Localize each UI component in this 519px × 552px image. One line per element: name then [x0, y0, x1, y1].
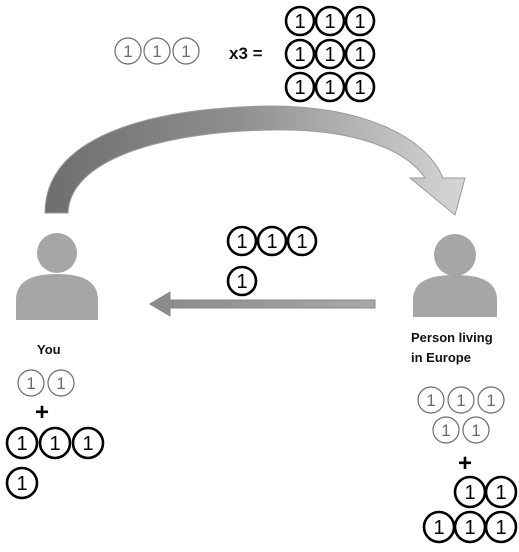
- europe-person-label-line2: in Europe: [411, 350, 471, 365]
- coin-icon-europe-thin: 1: [432, 416, 460, 444]
- svg-text:1: 1: [464, 482, 475, 504]
- svg-text:1: 1: [266, 231, 277, 253]
- coin-icon-top-bold: 1: [284, 38, 316, 70]
- straight-arrow-icon: [149, 291, 376, 317]
- coin-icon-europe-thin: 1: [462, 416, 490, 444]
- svg-text:1: 1: [495, 517, 506, 539]
- svg-text:1: 1: [441, 421, 450, 440]
- svg-text:1: 1: [495, 482, 506, 504]
- svg-text:1: 1: [294, 44, 305, 66]
- svg-text:1: 1: [486, 391, 495, 410]
- svg-text:1: 1: [426, 391, 435, 410]
- coin-icon-europe-bold: 1: [422, 510, 456, 544]
- coin-icon-top-bold: 1: [314, 71, 346, 103]
- svg-text:1: 1: [181, 42, 190, 61]
- coin-icon-top-bold: 1: [314, 5, 346, 37]
- plus-sign-europe: +: [458, 450, 473, 477]
- plus-sign-you: +: [35, 399, 50, 426]
- svg-text:1: 1: [236, 271, 247, 293]
- svg-text:1: 1: [49, 433, 60, 455]
- person-icon-europe: [413, 234, 497, 317]
- svg-text:1: 1: [296, 231, 307, 253]
- coin-icon-you-bold: 1: [71, 426, 105, 460]
- svg-text:1: 1: [16, 433, 27, 455]
- svg-text:1: 1: [324, 77, 335, 99]
- coin-icon-transfer: 1: [226, 225, 258, 257]
- svg-text:1: 1: [56, 374, 65, 393]
- you-label: You: [37, 342, 61, 357]
- coin-icon-top-thin: 1: [114, 37, 142, 65]
- coin-icon-top-bold: 1: [314, 38, 346, 70]
- svg-text:1: 1: [82, 433, 93, 455]
- coin-icon-you-thin: 1: [17, 369, 45, 397]
- coin-icon-top-bold: 1: [344, 5, 376, 37]
- svg-text:1: 1: [354, 11, 365, 33]
- coin-icon-europe-thin: 1: [417, 386, 445, 414]
- europe-person-label-line1: Person living: [411, 330, 493, 345]
- svg-text:1: 1: [354, 77, 365, 99]
- coin-icon-top-bold: 1: [344, 71, 376, 103]
- svg-text:1: 1: [16, 473, 27, 495]
- coin-icon-you-bold: 1: [5, 426, 39, 460]
- coin-icon-you-bold: 1: [38, 426, 72, 460]
- person-icon-you: [16, 233, 98, 320]
- coin-icon-you-bold: 1: [5, 466, 39, 500]
- svg-text:1: 1: [433, 517, 444, 539]
- coin-icon-transfer: 1: [256, 225, 288, 257]
- svg-text:1: 1: [152, 42, 161, 61]
- coin-icon-europe-bold: 1: [453, 475, 487, 509]
- coin-icon-top-bold: 1: [284, 71, 316, 103]
- multiplier-label: x3 =: [229, 44, 263, 63]
- svg-text:1: 1: [236, 231, 247, 253]
- svg-text:1: 1: [354, 44, 365, 66]
- coin-icon-top-thin: 1: [172, 37, 200, 65]
- coin-icon-europe-bold: 1: [484, 475, 518, 509]
- svg-text:1: 1: [456, 391, 465, 410]
- coin-icon-europe-bold: 1: [453, 510, 487, 544]
- coin-icon-transfer: 1: [226, 265, 258, 297]
- svg-text:1: 1: [294, 11, 305, 33]
- svg-text:1: 1: [294, 77, 305, 99]
- coin-icon-top-thin: 1: [143, 37, 171, 65]
- coin-icon-you-thin: 1: [47, 369, 75, 397]
- coin-icon-europe-thin: 1: [477, 386, 505, 414]
- coin-icon-top-bold: 1: [284, 5, 316, 37]
- coin-icon-top-bold: 1: [344, 38, 376, 70]
- coin-icon-europe-bold: 1: [484, 510, 518, 544]
- svg-text:1: 1: [324, 11, 335, 33]
- svg-text:1: 1: [123, 42, 132, 61]
- svg-text:1: 1: [324, 44, 335, 66]
- curved-arrow-icon: [44, 105, 466, 216]
- svg-text:1: 1: [26, 374, 35, 393]
- svg-text:1: 1: [464, 517, 475, 539]
- coin-icon-europe-thin: 1: [447, 386, 475, 414]
- svg-text:1: 1: [471, 421, 480, 440]
- coin-icon-transfer: 1: [286, 225, 318, 257]
